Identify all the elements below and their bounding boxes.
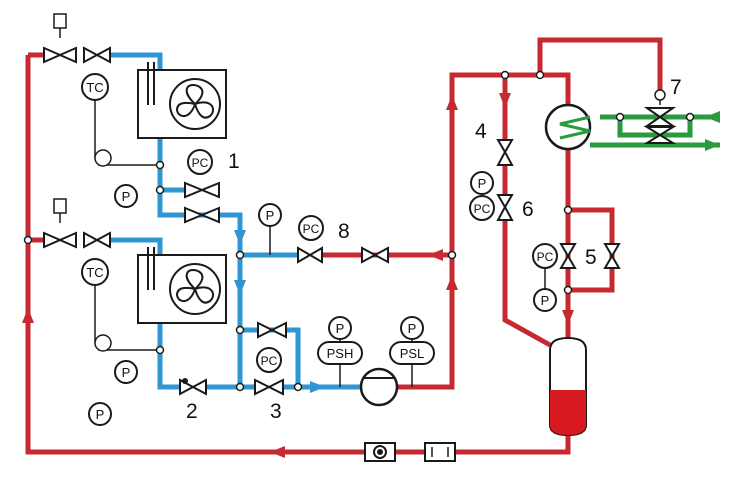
flow-arrow-icon (705, 111, 720, 123)
callout-7: 7 (670, 76, 682, 99)
junctions (23, 70, 695, 392)
flow-arrow-icon (270, 446, 285, 458)
callout-5: 5 (585, 246, 597, 269)
left-liquid-riser (25, 55, 365, 455)
flow-arrow-icon (428, 249, 443, 261)
top-manifold (540, 72, 571, 105)
gauge-tc-lower: TC (81, 258, 109, 286)
gauge-pc-6: PC (469, 195, 495, 221)
evaporator-lower (137, 247, 227, 324)
svg-text:P: P (336, 321, 345, 336)
filter-drier-icon (424, 442, 456, 462)
svg-text:PSH: PSH (327, 346, 354, 361)
valve-2 (179, 378, 207, 396)
gauge-tc-upper: TC (81, 73, 109, 101)
gauge-p-1: P (114, 184, 138, 208)
sight-glass-icon (364, 442, 396, 462)
svg-text:P: P (122, 189, 131, 204)
svg-text:P: P (266, 208, 275, 223)
evap1-outlet (110, 52, 243, 385)
fan-icon (169, 78, 221, 130)
switch-psh: PSH (317, 341, 363, 365)
gauge-p-2: P (114, 360, 138, 384)
water-valve-bypass (617, 117, 693, 138)
svg-text:PC: PC (537, 250, 554, 264)
gauge-p-8: P (533, 288, 557, 312)
flow-arrow-icon (446, 95, 458, 110)
discharge-line (398, 72, 505, 390)
svg-text:PC: PC (261, 354, 278, 368)
valve-6-line (502, 220, 552, 348)
gauge-p-3: P (258, 203, 282, 227)
fan-icon (169, 263, 221, 315)
evaporator-upper (137, 62, 227, 139)
svg-text:PC: PC (192, 156, 209, 170)
callout-8: 8 (338, 220, 350, 243)
flow-arrow-icon (22, 308, 34, 323)
suction-lines (110, 52, 360, 393)
gauge-p-7: P (470, 171, 494, 195)
gauge-pc-1: PC (187, 149, 213, 175)
condenser-coil-icon (544, 103, 592, 151)
gauge-p-6: P (400, 316, 424, 340)
compressor-icon (359, 367, 399, 407)
gauge-pc-3: PC (256, 347, 282, 373)
gauge-p-4: P (88, 402, 112, 426)
callout-6: 6 (522, 198, 534, 221)
sensing-lines (59, 25, 661, 387)
flow-arrow-icon (499, 93, 511, 108)
flow-arrow-icon (234, 230, 246, 245)
svg-text:P: P (541, 293, 550, 308)
flow-arrow-icon (705, 139, 720, 151)
gauge-pc-5: PC (532, 243, 558, 269)
svg-text:P: P (408, 321, 417, 336)
gauge-pc-8: PC (298, 215, 324, 241)
condenser-feed (505, 37, 663, 95)
receiver-icon (549, 336, 587, 437)
svg-text:PC: PC (474, 202, 491, 216)
gauge-p-5: P (328, 316, 352, 340)
callout-4: 4 (475, 120, 487, 143)
svg-text:P: P (122, 365, 131, 380)
bottom-liquid-line-2 (455, 432, 571, 455)
callout-1: 1 (228, 150, 240, 173)
svg-text:PC: PC (303, 222, 320, 236)
flow-arrow-icon (562, 310, 574, 325)
flow-arrow-icon (446, 275, 458, 290)
valve-icon (43, 46, 677, 396)
svg-text:TC: TC (86, 265, 103, 280)
svg-text:TC: TC (86, 80, 103, 95)
flow-arrow-icon (310, 381, 325, 393)
svg-text:P: P (96, 407, 105, 422)
flow-arrow-icon (234, 280, 246, 295)
callout-2: 2 (186, 400, 198, 423)
svg-text:P: P (478, 176, 487, 191)
svg-text:PSL: PSL (400, 346, 425, 361)
switch-psl: PSL (389, 341, 435, 365)
callout-3: 3 (270, 400, 282, 423)
